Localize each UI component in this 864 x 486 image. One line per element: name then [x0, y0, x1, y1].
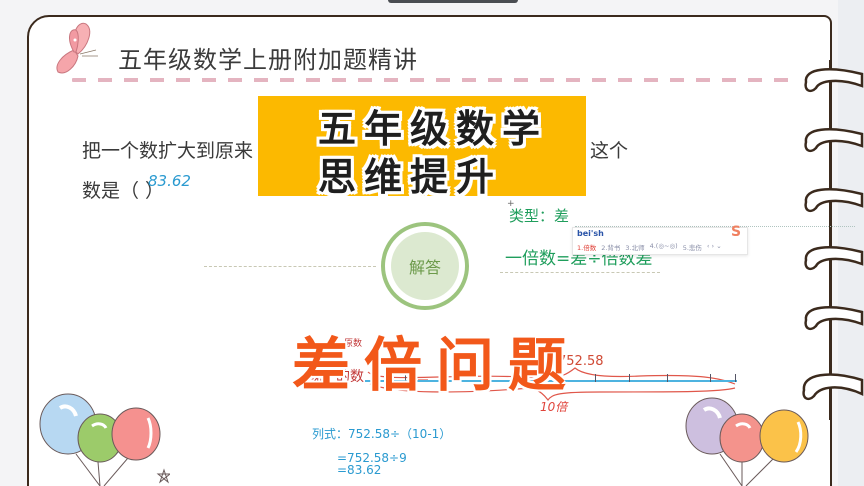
- ime-input-text: bei'sh: [577, 229, 604, 238]
- ime-candidate[interactable]: 2.背书: [601, 244, 621, 252]
- topic-title: 差倍问题: [292, 331, 581, 399]
- calculation-line-3: =83.62: [337, 463, 382, 477]
- annotation-guide-line: [575, 226, 855, 227]
- ime-page-nav[interactable]: ‹ › ⌄: [706, 242, 722, 250]
- page-title: 五年级数学上册附加题精讲: [118, 46, 418, 74]
- number-line: [365, 374, 737, 382]
- diagram-label-current: 现在的数: [308, 369, 364, 385]
- window-top-tab: [388, 0, 518, 3]
- ime-logo-icon: S: [731, 224, 742, 240]
- notebook-rings-icon: [802, 60, 864, 420]
- type-label: 类型：差: [509, 207, 570, 225]
- question-text-line1: 把一个数扩大到原来: [82, 140, 254, 162]
- balloons-left-icon: [39, 393, 170, 486]
- diagram-times-label: 10倍: [540, 400, 568, 414]
- diagram-difference-label: 数是752.58: [532, 354, 604, 369]
- balloons-right-icon: [685, 397, 809, 486]
- cursor-crosshair-icon: +: [507, 199, 515, 209]
- ime-candidate[interactable]: 5.悲伤: [682, 244, 702, 252]
- overlay-banner: 五年级数学 思维提升: [258, 96, 586, 199]
- handwritten-answer: 83.62: [148, 172, 191, 190]
- answer-divider-right: [500, 272, 660, 273]
- question-text-line2: 数是（ ）: [82, 180, 165, 202]
- answer-badge-label: 解答: [391, 232, 459, 300]
- diagram-label-original: 原数: [344, 339, 363, 349]
- ime-candidate-popup[interactable]: bei'sh 1.倍数 2.背书 3.北师 4.(◎~◎) 5.悲伤 ‹ › ⌄…: [572, 224, 748, 255]
- calculation-line-2: =752.58÷9: [337, 451, 407, 465]
- question-text-line1-end: 这个: [590, 140, 629, 162]
- calculation-line-1: 列式：752.58÷（10-1）: [312, 427, 452, 441]
- answer-badge: 解答: [381, 222, 469, 310]
- banner-line-2: 思维提升: [318, 155, 503, 199]
- ime-candidate[interactable]: 3.北师: [625, 244, 645, 252]
- title-divider: [72, 78, 792, 82]
- ime-candidate-list: 1.倍数 2.背书 3.北师 4.(◎~◎) 5.悲伤 ‹ › ⌄: [577, 242, 722, 252]
- banner-line-1: 五年级数学: [318, 107, 549, 151]
- answer-divider-left: [204, 266, 376, 267]
- butterfly-icon: [56, 22, 98, 74]
- ime-candidate[interactable]: 1.倍数: [577, 244, 597, 252]
- ime-candidate[interactable]: 4.(◎~◎): [649, 242, 678, 250]
